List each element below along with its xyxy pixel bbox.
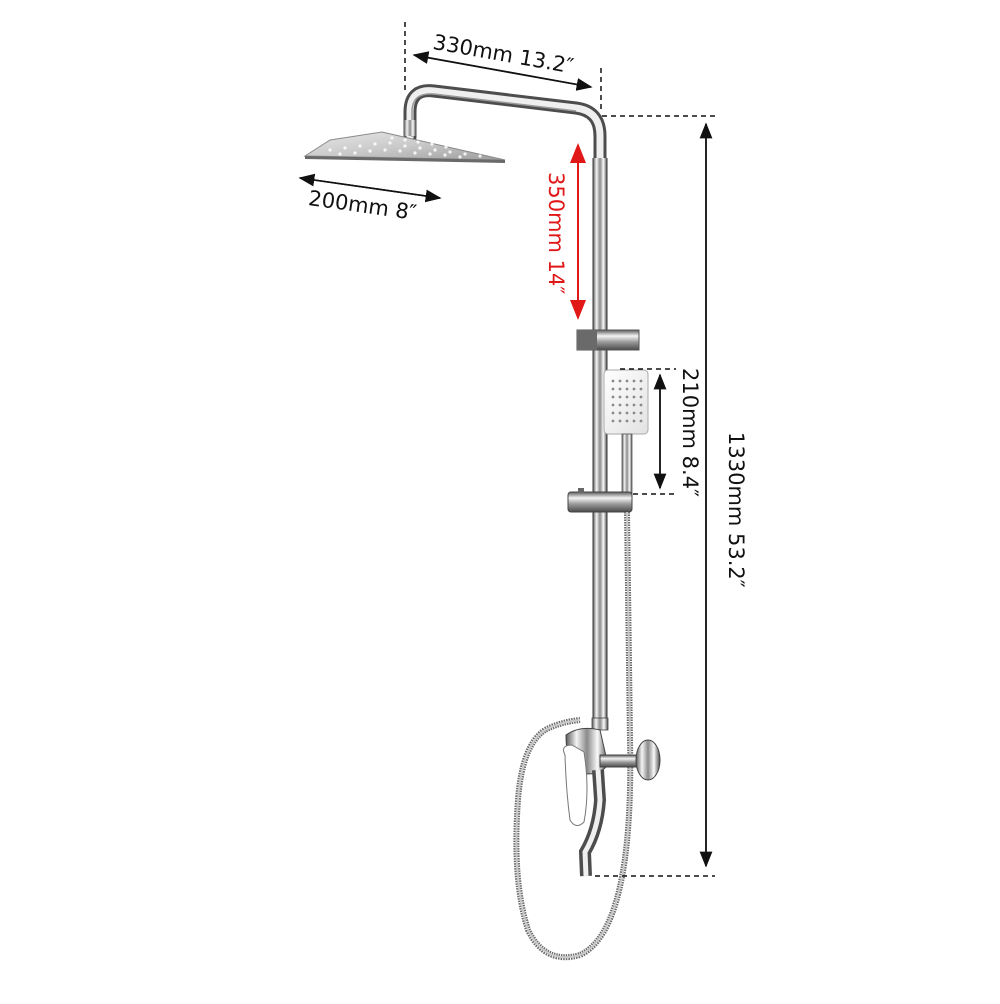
dim-handheld-height xyxy=(620,368,676,495)
label-head-to-slider: 350mm 14″ xyxy=(544,172,568,295)
wall-flange xyxy=(635,739,661,781)
lever-handle xyxy=(563,744,588,826)
dim-head-width xyxy=(298,173,442,203)
handheld-shower xyxy=(603,369,649,495)
dim-arm-length xyxy=(404,22,602,112)
riser-pipe xyxy=(592,158,608,720)
label-total-height: 1330mm 53.2″ xyxy=(724,432,748,588)
lower-slider-holder xyxy=(567,488,633,513)
dim-total-height xyxy=(595,115,715,877)
shower-hose xyxy=(513,511,634,961)
label-handheld-height: 210mm 8.4″ xyxy=(678,368,702,497)
tub-spout xyxy=(578,769,607,877)
top-slider-holder xyxy=(576,329,640,351)
shower-arm xyxy=(403,84,607,167)
rain-shower-head xyxy=(303,120,506,163)
